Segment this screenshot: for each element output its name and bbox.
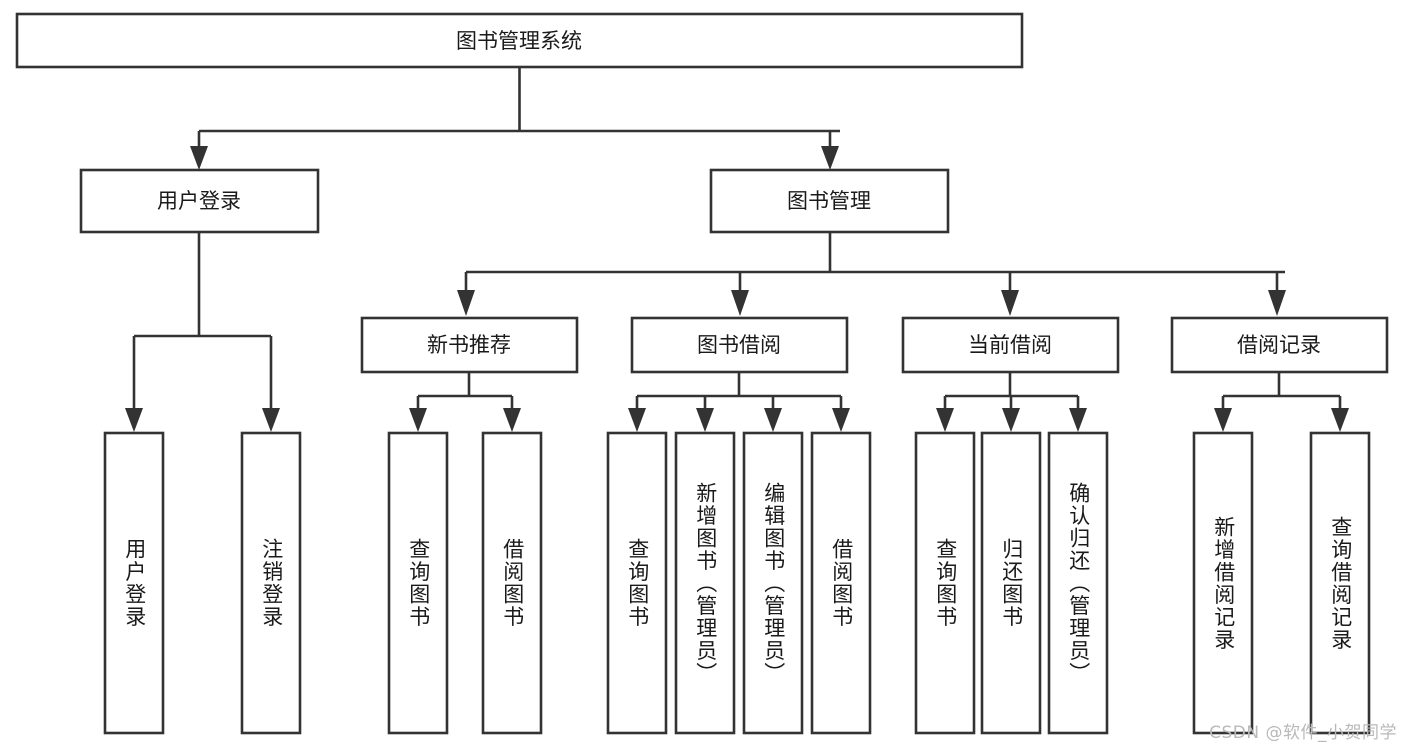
arrowhead-currentborrow-leaf-2 bbox=[1002, 408, 1020, 432]
node-book-management-label: 图书管理 bbox=[787, 189, 871, 213]
arrowhead-bookborrow-leaf-2 bbox=[696, 408, 714, 432]
leaf-box-user-login[interactable] bbox=[103, 431, 165, 735]
node-book-management[interactable]: 图书管理 bbox=[709, 168, 950, 234]
node-current-borrow[interactable]: 当前借阅 bbox=[901, 316, 1120, 374]
arrowhead-book-mgmt bbox=[821, 146, 839, 170]
node-new-book-recommend-box[interactable] bbox=[360, 316, 579, 374]
leaf-box-borrow-book-1[interactable] bbox=[481, 431, 543, 735]
arrowhead-leaf-user-login bbox=[125, 408, 143, 432]
node-borrow-record-box[interactable] bbox=[1170, 316, 1389, 374]
arrowhead-current-borrow bbox=[1001, 290, 1019, 316]
node-root-box[interactable] bbox=[15, 12, 1024, 69]
arrowhead-borrow-record bbox=[1268, 290, 1286, 316]
leaf-box-query-book-3[interactable] bbox=[914, 431, 976, 735]
leaf-box-return-book[interactable] bbox=[980, 431, 1042, 735]
node-borrow-record[interactable]: 借阅记录 bbox=[1170, 316, 1389, 374]
connector-layer bbox=[125, 67, 1349, 432]
leaf-box-query-record[interactable] bbox=[1309, 431, 1371, 735]
node-root[interactable]: 图书管理系统 bbox=[15, 12, 1024, 69]
arrowhead-bookborrow-leaf-3 bbox=[764, 408, 782, 432]
leaf-box-logout[interactable] bbox=[240, 431, 302, 735]
leaf-box-add-book-admin[interactable] bbox=[674, 431, 736, 735]
arrowhead-user-login bbox=[190, 146, 208, 170]
arrowhead-newbook-leaf-1 bbox=[409, 408, 427, 432]
arrowhead-borrowrecord-leaf-2 bbox=[1331, 408, 1349, 432]
arrowhead-book-borrow bbox=[731, 290, 749, 316]
node-current-borrow-box[interactable] bbox=[901, 316, 1120, 374]
leaf-box-query-book-2[interactable] bbox=[606, 431, 668, 735]
node-current-borrow-label: 当前借阅 bbox=[968, 333, 1052, 357]
arrowhead-currentborrow-leaf-1 bbox=[936, 408, 954, 432]
node-new-book-recommend-label: 新书推荐 bbox=[427, 333, 511, 357]
arrowhead-bookborrow-leaf-1 bbox=[628, 408, 646, 432]
arrowhead-leaf-logout bbox=[262, 408, 280, 432]
node-borrow-record-label: 借阅记录 bbox=[1237, 333, 1321, 357]
leaf-box-edit-book-admin[interactable] bbox=[742, 431, 804, 735]
arrowhead-bookborrow-leaf-4 bbox=[832, 408, 850, 432]
node-book-borrow-label: 图书借阅 bbox=[697, 333, 781, 357]
node-user-login-label: 用户登录 bbox=[157, 189, 241, 213]
leaf-box-borrow-book-2[interactable] bbox=[810, 431, 872, 735]
leaf-box-confirm-return[interactable] bbox=[1047, 431, 1109, 735]
node-root-label: 图书管理系统 bbox=[456, 29, 582, 53]
arrowhead-new-book-rec bbox=[457, 290, 475, 316]
watermark: CSDN @软件_小贺同学 bbox=[1209, 723, 1397, 743]
arrowhead-borrowrecord-leaf-1 bbox=[1214, 408, 1232, 432]
leaf-box-query-book-1[interactable] bbox=[387, 431, 449, 735]
node-user-login-box[interactable] bbox=[79, 168, 320, 234]
node-layer: 图书管理系统 用户登录 图书管理 新书推荐 图书借阅 当前 bbox=[15, 12, 1389, 735]
node-book-management-box[interactable] bbox=[709, 168, 950, 234]
arrowhead-currentborrow-leaf-3 bbox=[1069, 408, 1087, 432]
node-book-borrow-box[interactable] bbox=[630, 316, 849, 374]
node-book-borrow[interactable]: 图书借阅 bbox=[630, 316, 849, 374]
node-user-login[interactable]: 用户登录 bbox=[79, 168, 320, 234]
leaf-box-add-record[interactable] bbox=[1192, 431, 1254, 735]
arrowhead-newbook-leaf-2 bbox=[503, 408, 521, 432]
node-new-book-recommend[interactable]: 新书推荐 bbox=[360, 316, 579, 374]
